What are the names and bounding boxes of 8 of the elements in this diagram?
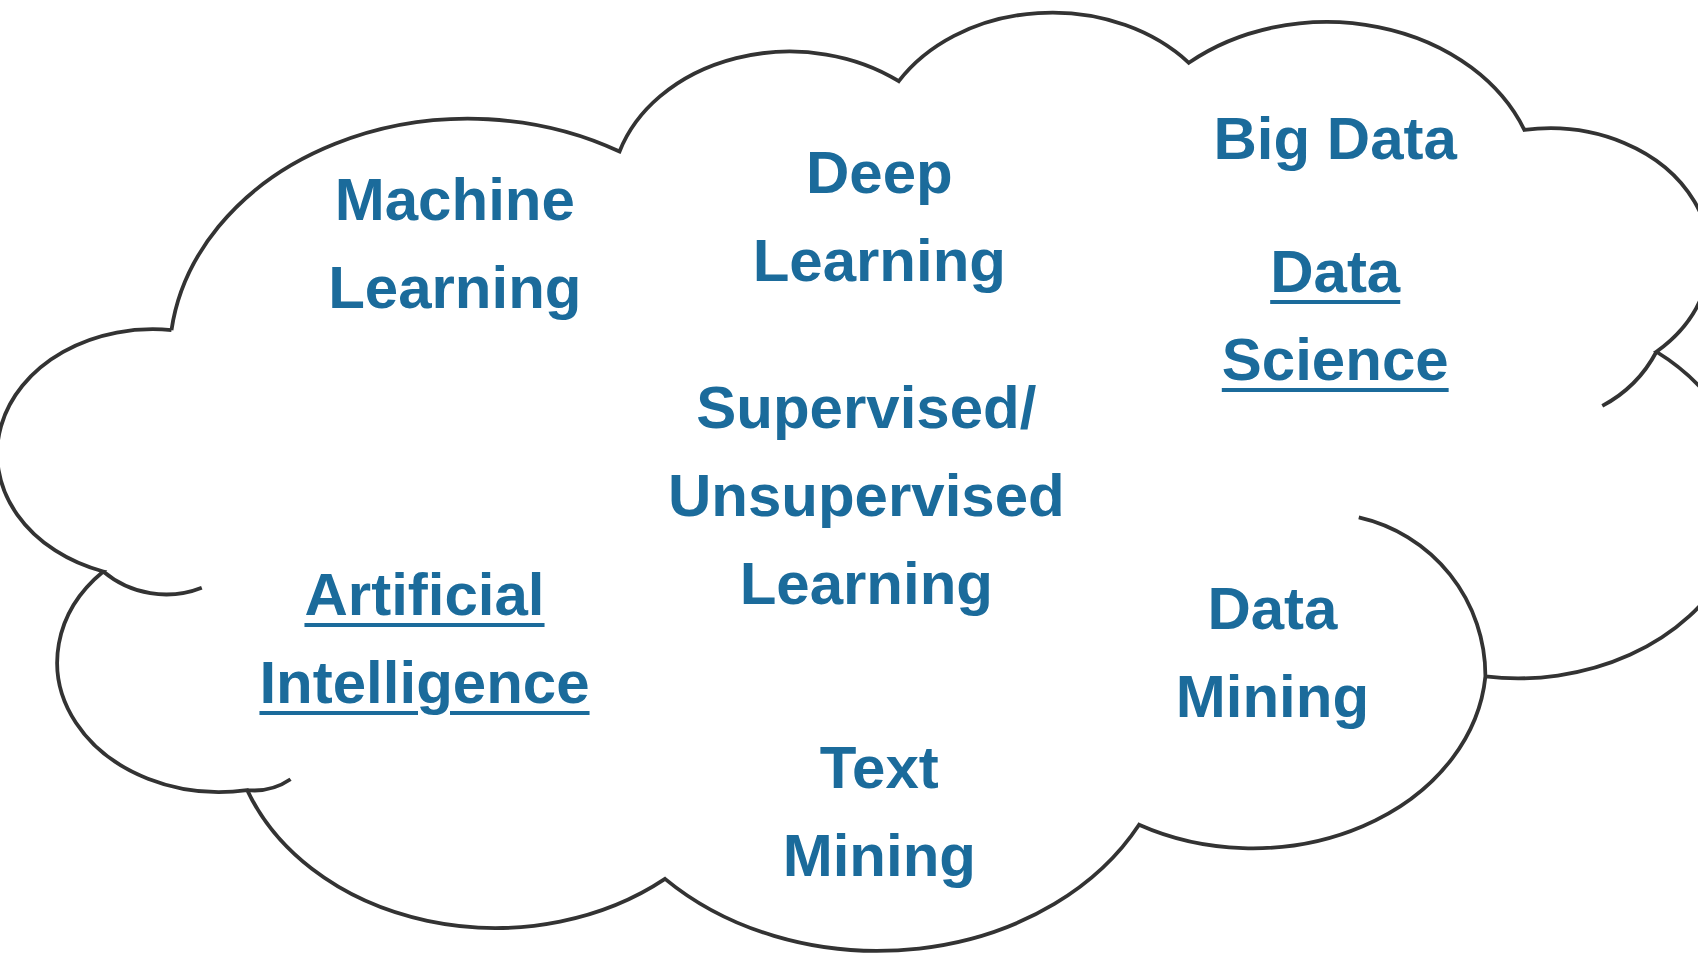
term-text: Machine Learning — [328, 164, 582, 323]
term-text: Deep Learning — [752, 137, 1006, 296]
term-text: Supervised/ Unsupervised Learning — [667, 372, 1065, 619]
term-text: Big Data — [1213, 103, 1457, 174]
term-text: Artificial Intelligence — [259, 559, 590, 718]
term-text: Data Mining — [1175, 574, 1370, 732]
term-text: Text Mining — [782, 733, 976, 892]
term-text: Data Science — [1221, 237, 1449, 396]
